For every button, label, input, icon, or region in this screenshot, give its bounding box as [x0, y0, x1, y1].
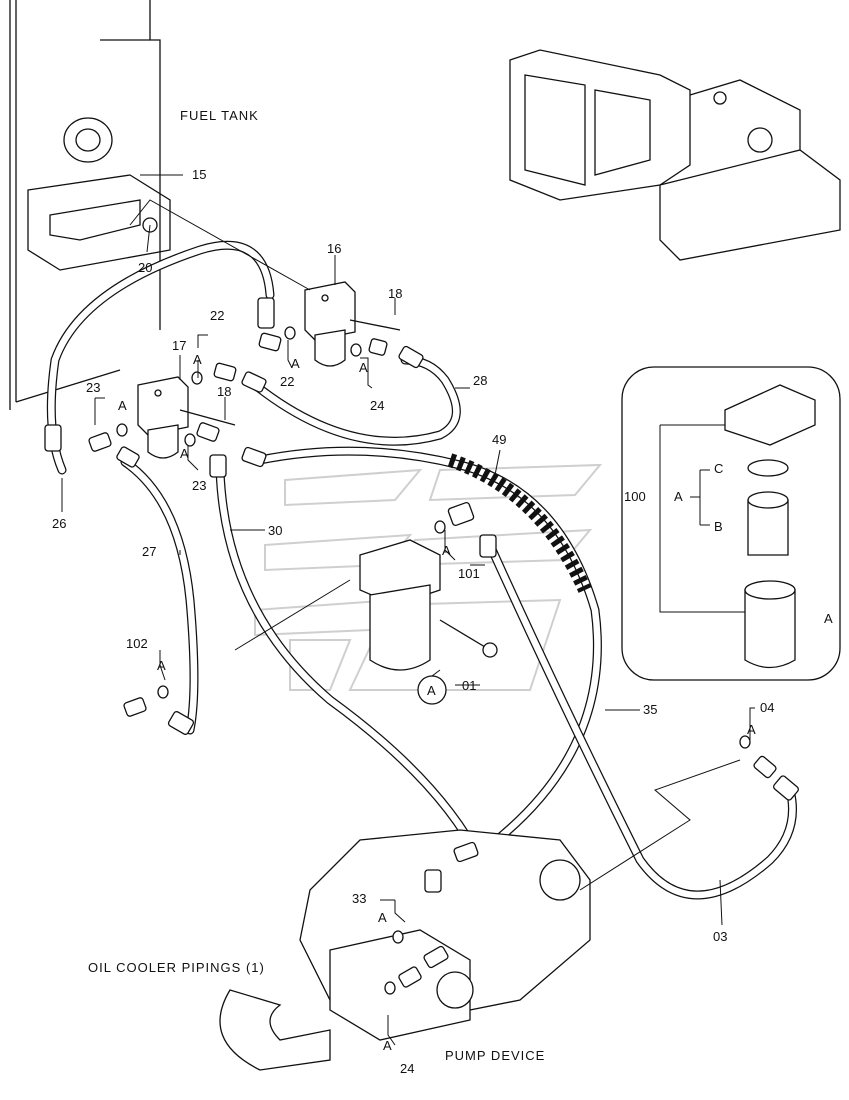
pump-device-label: PUMP DEVICE [445, 1048, 545, 1063]
callout-27: 27 [142, 544, 156, 559]
hose-28 [250, 355, 461, 446]
callout-04: 04 [760, 700, 774, 715]
callout-28: 28 [473, 373, 487, 388]
callout-17: 17 [172, 338, 186, 353]
marker-a-22-right: A [291, 356, 300, 371]
hose-30 [215, 465, 485, 865]
marker-a-23-left: A [118, 398, 127, 413]
filter-16 [304, 281, 356, 367]
excavator-inset [509, 49, 841, 261]
fuel-tank-wall [9, 0, 171, 410]
callout-101: 101 [458, 566, 480, 581]
marker-a-100: A [674, 489, 683, 504]
hose-03 [485, 540, 797, 900]
callout-16: 16 [327, 241, 341, 256]
marker-a-102: A [157, 658, 166, 673]
callout-26: 26 [52, 516, 66, 531]
marker-a-33: A [378, 910, 387, 925]
detail-circle-a-label: A [427, 683, 436, 698]
callout-18-top: 18 [388, 286, 402, 301]
fuel-tank-label: FUEL TANK [180, 108, 259, 123]
mounting-bracket [49, 199, 141, 241]
callout-23-bottom: 23 [192, 478, 206, 493]
marker-b: B [714, 519, 723, 534]
detail-circle-a [417, 675, 447, 705]
callout-18-left: 18 [217, 384, 231, 399]
callout-102: 102 [126, 636, 148, 651]
marker-a-inset-right: A [824, 611, 833, 626]
callout-15: 15 [192, 167, 206, 182]
filter-detail-inset [621, 366, 841, 681]
callout-30: 30 [268, 523, 282, 538]
filter-17 [137, 376, 189, 459]
callout-22-left: 22 [210, 308, 224, 323]
marker-a-24-top: A [359, 360, 368, 375]
callout-49: 49 [492, 432, 506, 447]
hose-35-49 [255, 446, 602, 865]
callout-03: 03 [713, 929, 727, 944]
callout-24-top: 24 [370, 398, 384, 413]
callout-24-bottom: 24 [400, 1061, 414, 1076]
callout-22-right: 22 [280, 374, 294, 389]
marker-a-23-bottom: A [180, 446, 189, 461]
marker-a-22-left: A [193, 352, 202, 367]
callout-01: 01 [462, 678, 476, 693]
marker-a-04: A [747, 722, 756, 737]
leader-lines [61, 174, 755, 1046]
pump-device [219, 829, 591, 1071]
filter-01 [359, 539, 498, 671]
marker-a-101: A [442, 543, 451, 558]
callout-23-left: 23 [86, 380, 100, 395]
marker-c: C [714, 461, 723, 476]
fittings [44, 297, 799, 995]
hose-26-27 [46, 240, 275, 735]
callout-100: 100 [624, 489, 646, 504]
marker-a-24-bottom: A [383, 1038, 392, 1053]
callout-33: 33 [352, 891, 366, 906]
oil-cooler-label: OIL COOLER PIPINGS (1) [88, 960, 265, 975]
callout-35: 35 [643, 702, 657, 717]
callout-20: 20 [138, 260, 152, 275]
